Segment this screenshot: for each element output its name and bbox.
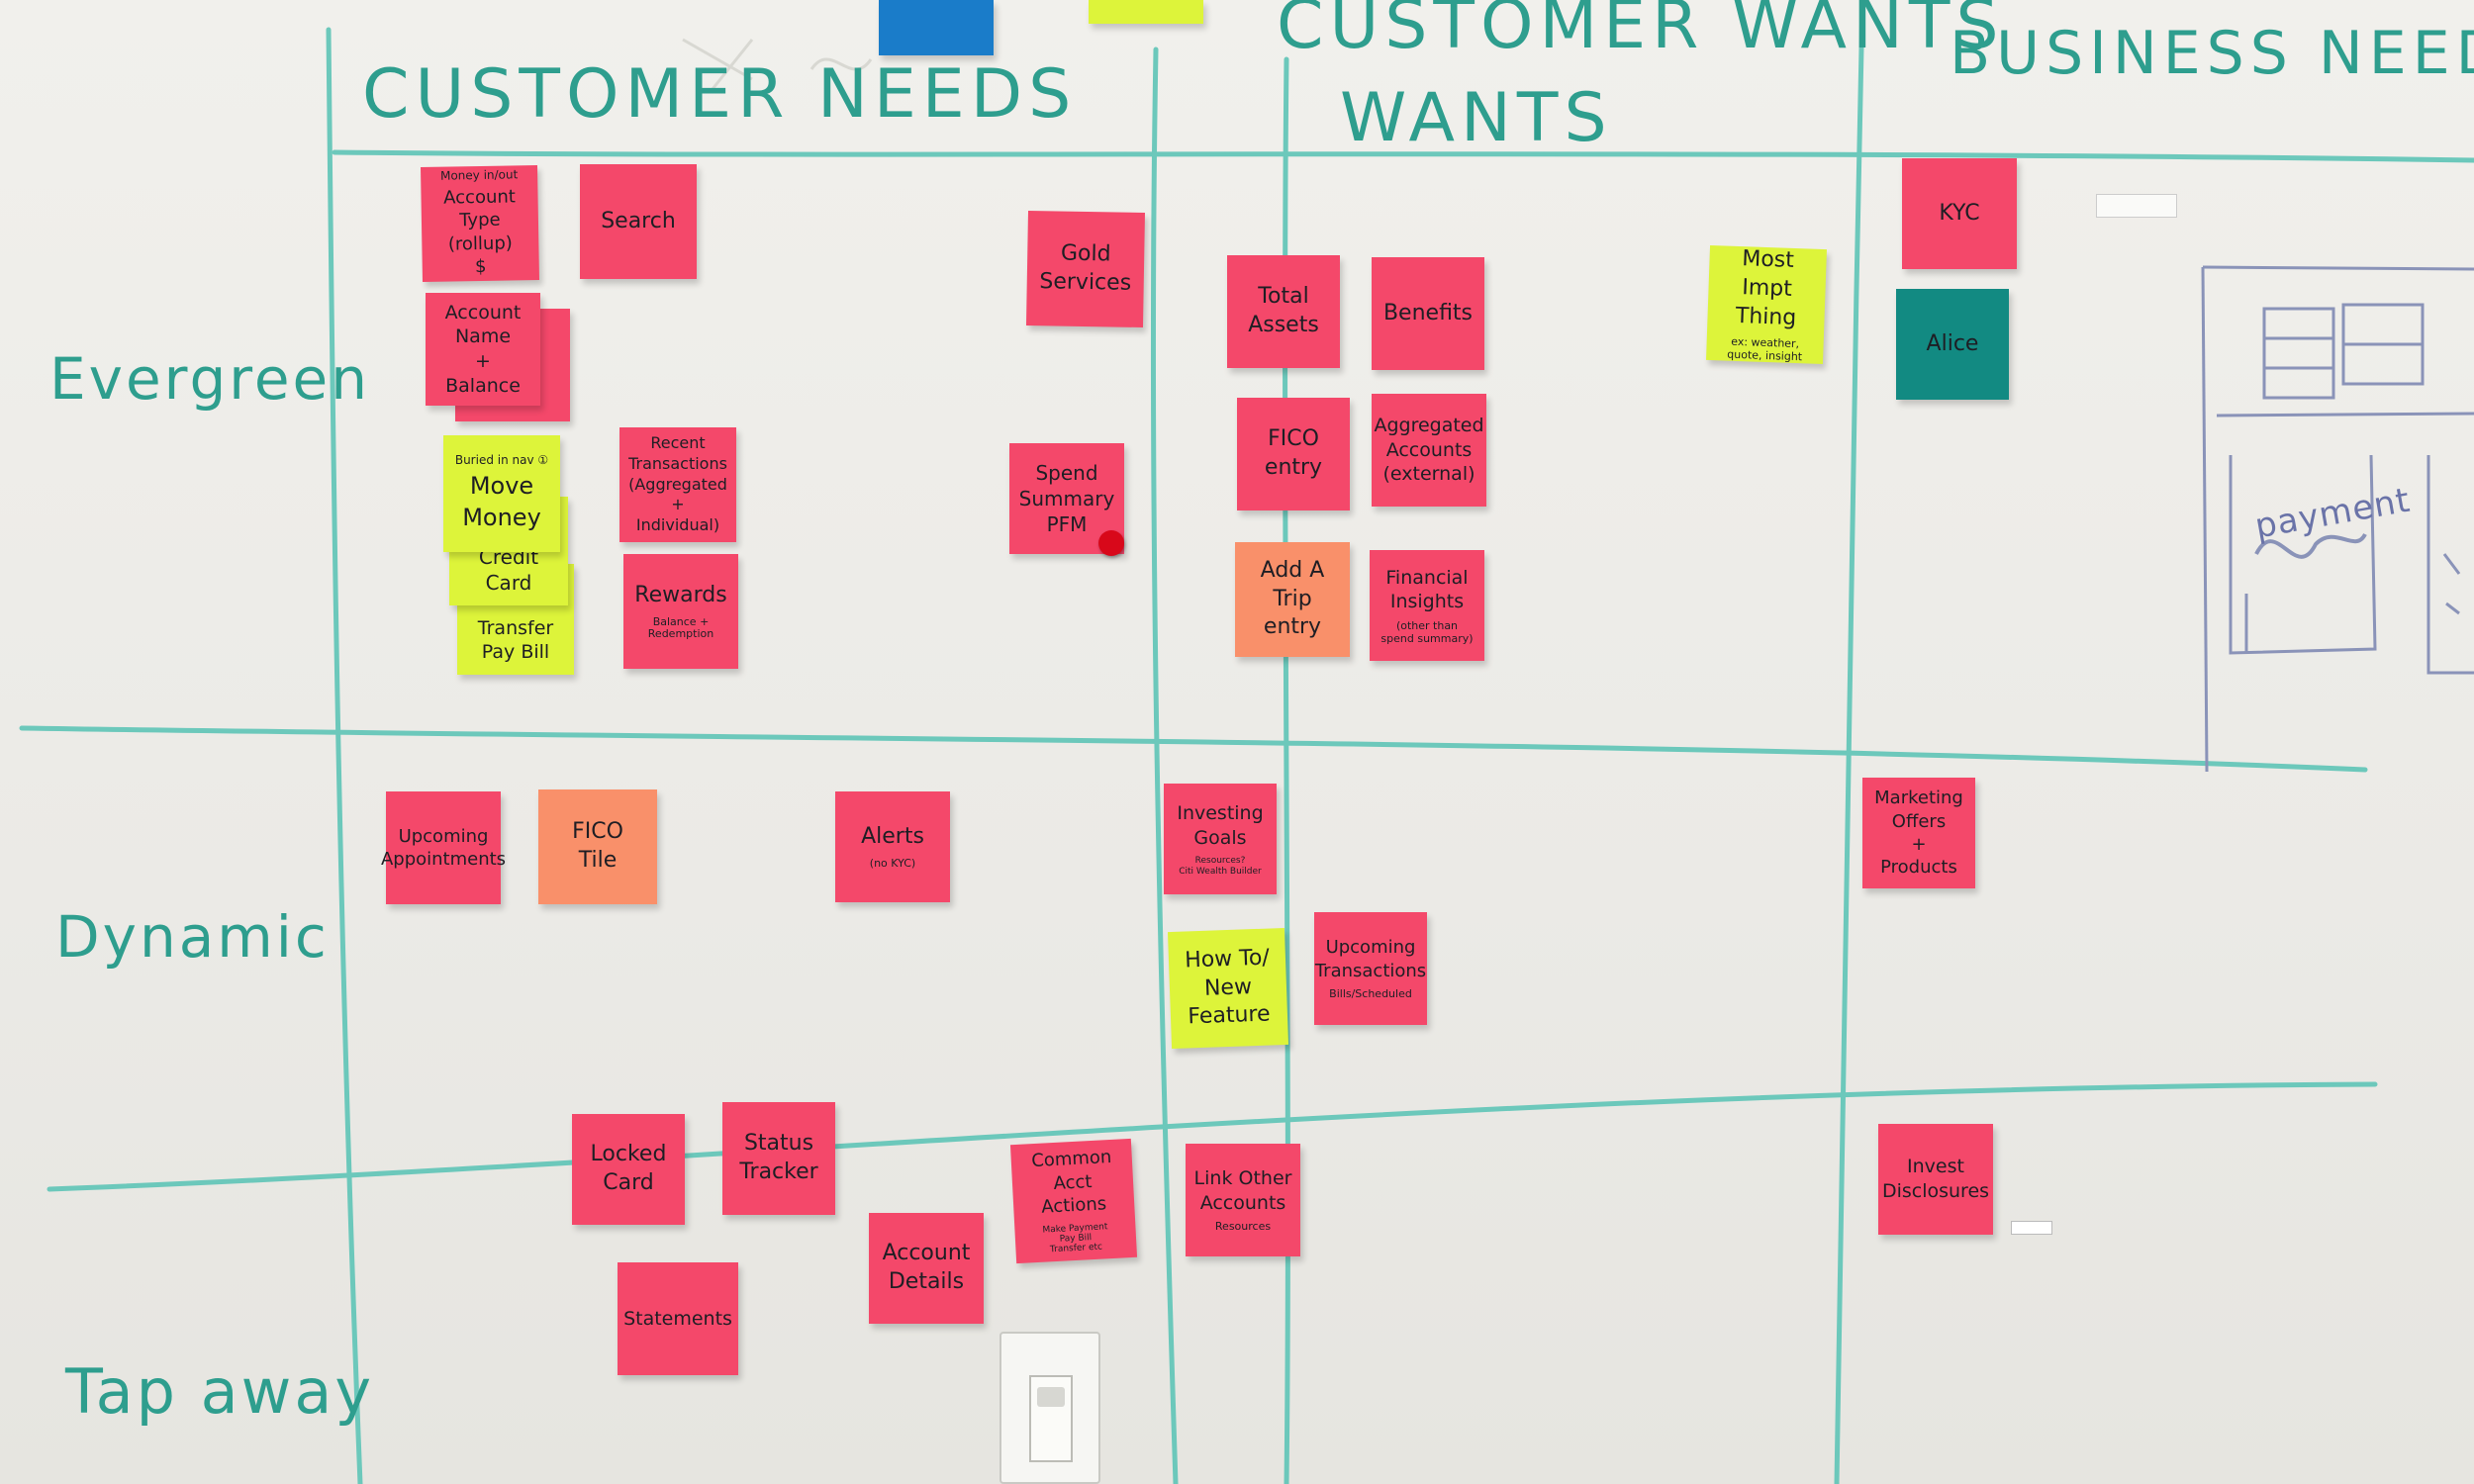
sticky-note-upcoming-transactions: Upcoming Transactions Bills/Scheduled [1314, 912, 1427, 1025]
sticky-note-investing-goals: Investing Goals Resources? Citi Wealth B… [1164, 784, 1277, 894]
row-label-evergreen: Evergreen [49, 345, 370, 413]
light-switch [999, 1332, 1100, 1484]
sticky-note-total-assets: Total Assets [1227, 255, 1340, 368]
sticky-note-gold-services: Gold Services [1025, 210, 1146, 328]
motion-sensor [1037, 1387, 1065, 1407]
sticky-note-common-acct-actions: Common Acct Actions Make Payment Pay Bil… [1009, 1138, 1138, 1264]
sticky-note-most-impt-thing: Most Impt Thing ex: weather, quote, insi… [1706, 244, 1827, 365]
sticky-note-status-tracker: Status Tracker [722, 1102, 835, 1215]
sticky-note-blue-cutoff [879, 0, 994, 55]
row-label-dynamic: Dynamic [55, 903, 330, 971]
sticky-note-statements: Statements [618, 1262, 738, 1375]
sticky-note-rewards: Rewards Balance + Redemption [623, 554, 738, 669]
sticky-note-account-details: Account Details [869, 1213, 984, 1324]
sticky-note-account-name-balance: Account Name + Balance [426, 293, 540, 406]
sticky-note-move-money: Buried in nav ① Move Money [443, 435, 560, 552]
column-header-customer-wants: CUSTOMER WANTS [1277, 0, 2005, 64]
sticky-note-invest-disclosures: Invest Disclosures [1878, 1124, 1993, 1235]
column-header-wants-second-line: WANTS [1340, 79, 1613, 157]
sticky-note-yellow-cutoff [1089, 0, 1203, 24]
sticky-note-account-type: Money in/out Account Type (rollup) $ [420, 164, 540, 283]
sticky-note-financial-insights: Financial Insights (other than spend sum… [1370, 550, 1484, 661]
sticky-note-benefits: Benefits [1372, 257, 1484, 370]
whiteboard-magnet [2011, 1221, 2052, 1235]
wireframe-sketch [2201, 265, 2474, 773]
red-pin [1098, 530, 1124, 556]
sticky-note-kyc: KYC [1902, 158, 2017, 269]
sticky-note-alice: Alice [1896, 289, 2009, 400]
light-switch-plate [1029, 1375, 1073, 1462]
sticky-note-link-other-accounts: Link Other Accounts Resources [1186, 1144, 1300, 1256]
sticky-note-locked-card: Locked Card [572, 1114, 685, 1225]
sticky-note-alerts: Alerts (no KYC) [835, 791, 950, 902]
sticky-note-how-to-new-feature: How To/ New Feature [1167, 927, 1289, 1050]
column-header-business-needs: BUSINESS NEEDS [1950, 19, 2474, 88]
sticky-note-marketing-offers: Marketing Offers + Products [1862, 778, 1975, 888]
small-paper-tag [2096, 194, 2177, 218]
sticky-note-add-a-trip: Add A Trip entry [1235, 542, 1350, 657]
sticky-note-recent-transactions: Recent Transactions (Aggregated + Indivi… [619, 427, 736, 542]
sticky-note-upcoming-appointments: Upcoming Appointments [381, 791, 506, 904]
sticky-note-fico-tile: FICO Tile [538, 789, 657, 904]
sticky-note-aggregated-accounts: Aggregated Accounts (external) [1372, 394, 1486, 507]
sticky-note-search: Search [580, 164, 697, 279]
row-label-tap-away: Tap away [65, 1355, 375, 1428]
column-header-customer-needs: CUSTOMER NEEDS [362, 55, 1078, 134]
sticky-note-fico-entry: FICO entry [1237, 398, 1350, 510]
